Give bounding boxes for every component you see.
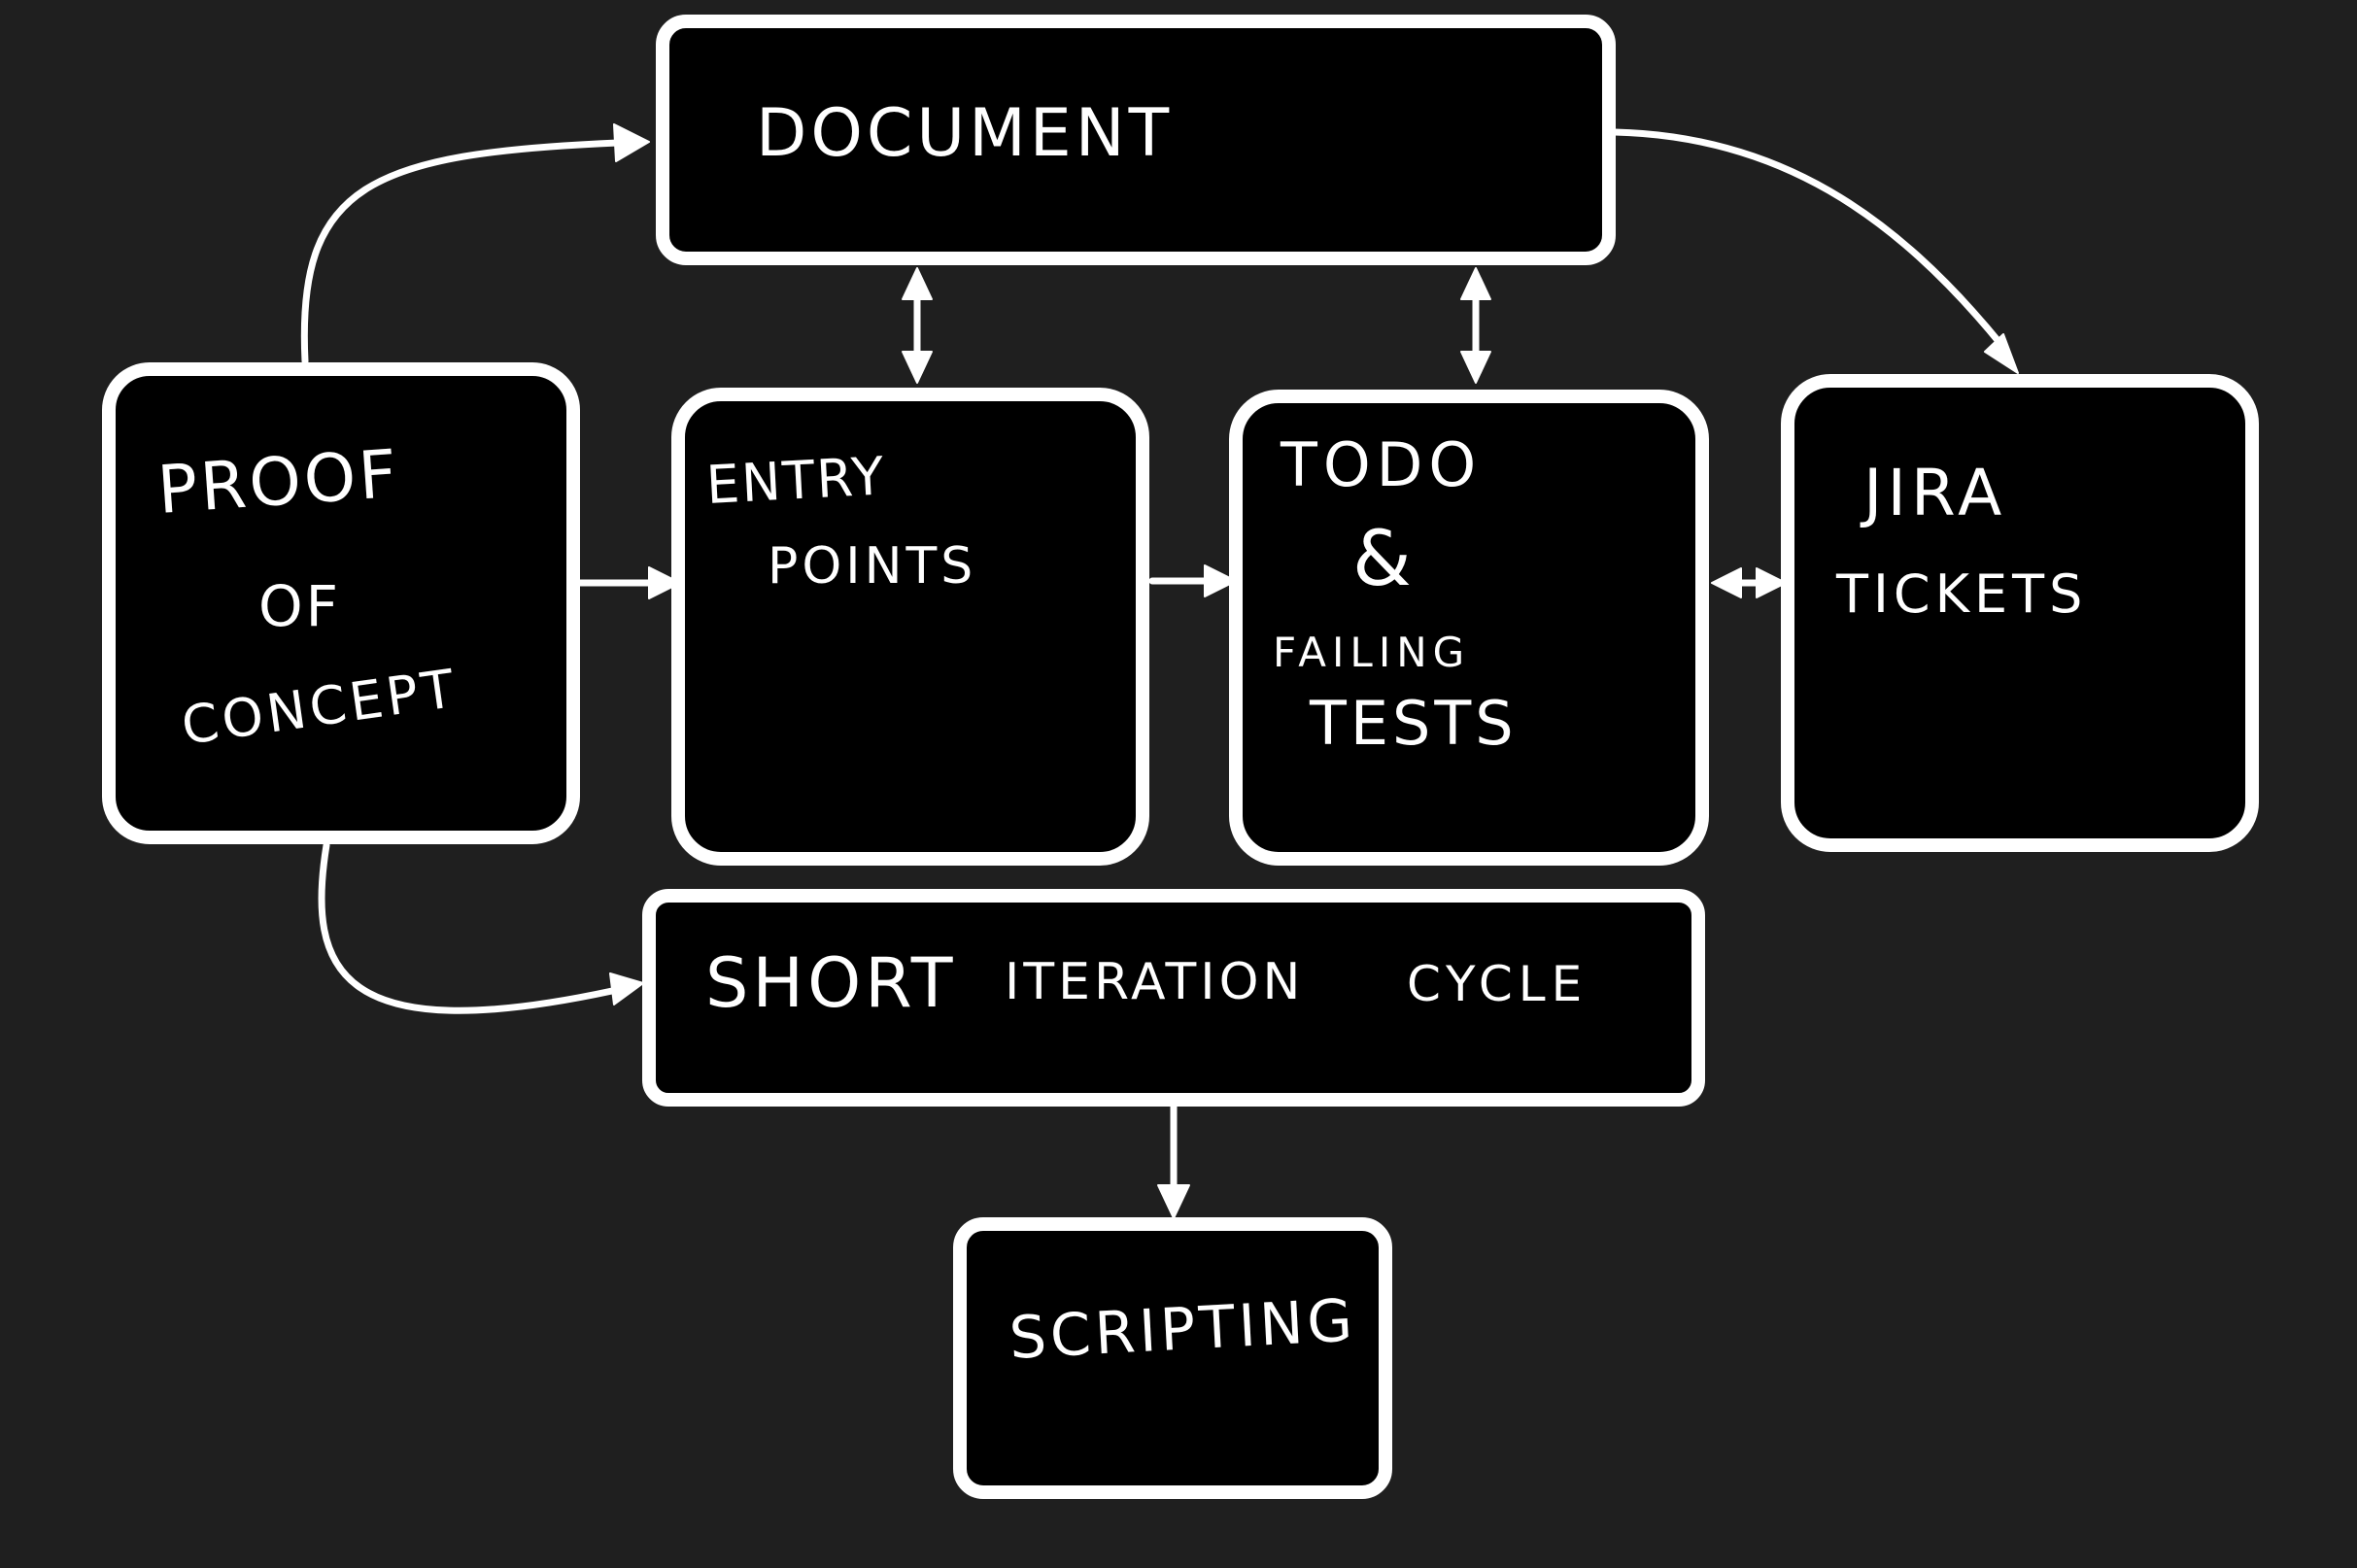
node-todo-failing-tests: TODO & FAILING TESTS xyxy=(1229,390,1709,866)
arrowhead-entry-left xyxy=(648,566,681,599)
failing-label: FAILING xyxy=(1273,629,1470,676)
arrowhead-entry-up xyxy=(902,267,933,300)
proof-of-concept-label-line1: PROOF xyxy=(155,436,402,529)
proof-of-concept-box xyxy=(102,362,580,844)
edge-document-to-jira xyxy=(1611,128,2005,349)
arrowhead-scripting-top xyxy=(1157,1184,1190,1219)
iteration-label: ITERATION xyxy=(1005,953,1304,1011)
tests-label: TESTS xyxy=(1309,688,1518,759)
entry-points-label-line1: ENTRY xyxy=(704,445,887,516)
arrowhead-iteration-left xyxy=(609,972,644,1006)
ampersand-label: & xyxy=(1352,516,1412,603)
short-label: SHORT xyxy=(705,943,956,1023)
edge-proof-to-iteration xyxy=(318,841,616,1014)
arrowhead-todo-up xyxy=(1460,267,1491,300)
arrowhead-document-left xyxy=(613,123,650,162)
document-box xyxy=(656,15,1616,265)
node-jira-tickets: JIRA TICKETS xyxy=(1781,374,2259,852)
node-proof-of-concept: PROOF OF CONCEPT xyxy=(102,362,580,844)
node-scripting: SCRIPTING xyxy=(953,1217,1392,1499)
edge-proof-to-document xyxy=(300,139,622,365)
short-iteration-cycle-box xyxy=(642,889,1705,1107)
todo-failing-tests-box xyxy=(1229,390,1709,866)
arrowhead-jira-top xyxy=(1984,333,2019,374)
jira-label: JIRA xyxy=(1860,456,2006,530)
jira-tickets-box xyxy=(1781,374,2259,852)
entry-points-box xyxy=(671,388,1149,866)
scripting-box xyxy=(953,1217,1392,1499)
arrowhead-jira-left xyxy=(1756,567,1787,598)
connectors xyxy=(300,123,2019,1219)
arrowhead-entry-down xyxy=(902,351,933,384)
node-entry-points: ENTRY POINTS xyxy=(671,388,1149,866)
node-short-iteration-cycle: SHORT ITERATION CYCLE xyxy=(642,889,1705,1107)
todo-label: TODO xyxy=(1280,429,1482,500)
tickets-label: TICKETS xyxy=(1835,563,2087,625)
entry-points-label-line2: POINTS xyxy=(768,537,976,596)
arrowhead-todo-right xyxy=(1711,567,1742,598)
node-document: DOCUMENT xyxy=(656,15,1616,265)
cycle-label: CYCLE xyxy=(1407,956,1588,1012)
arrowhead-todo-down xyxy=(1460,351,1491,384)
arrowhead-todo-left xyxy=(1204,564,1237,597)
document-label: DOCUMENT xyxy=(756,95,1173,172)
proof-of-concept-label-line2: OF xyxy=(258,573,341,639)
